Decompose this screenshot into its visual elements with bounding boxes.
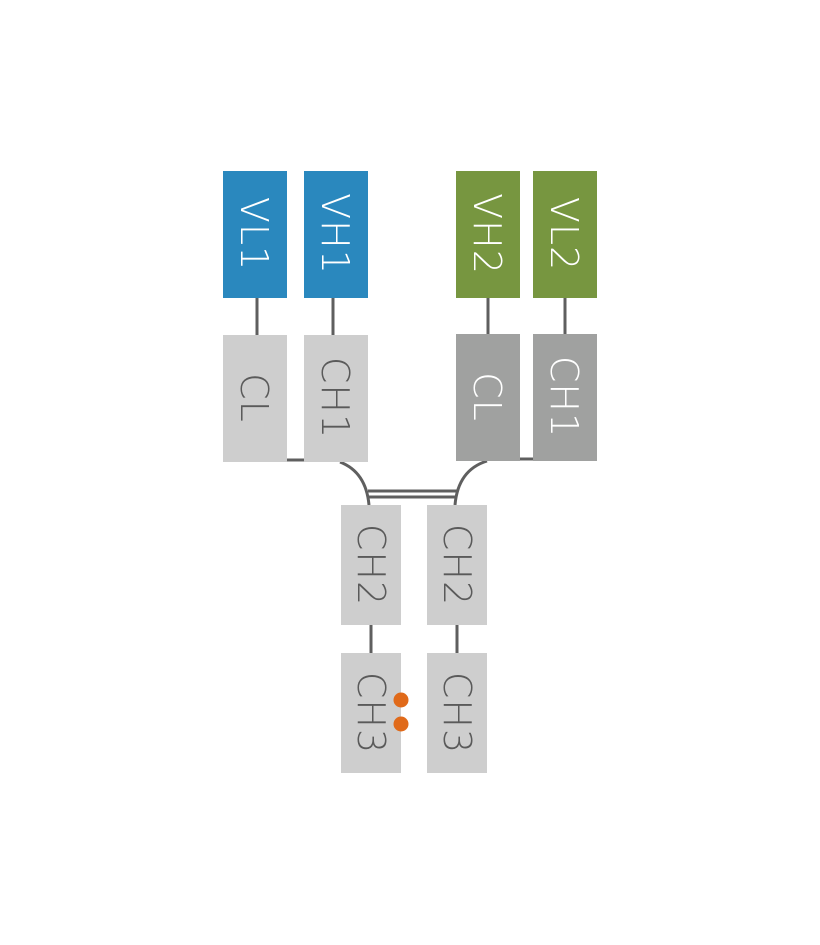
ch1-left-label: CH1 [313, 357, 357, 439]
domain-ch3-right: CH3 [427, 653, 487, 773]
domain-ch1-left: CH1 [304, 335, 368, 462]
ch3-right-label: CH3 [435, 672, 479, 754]
domain-vl1: VL1 [223, 171, 287, 298]
domain-vl2: VL2 [533, 171, 597, 298]
domain-ch2-left: CH2 [341, 505, 401, 625]
domain-cl-left: CL [223, 335, 287, 462]
vl2-label: VL2 [542, 197, 586, 271]
ch3-left-label: CH3 [349, 672, 393, 754]
domain-vh2: VH2 [456, 171, 520, 298]
right-hinge [453, 459, 488, 506]
cl-right-label: CL [465, 372, 509, 422]
domain-ch2-right: CH2 [427, 505, 487, 625]
domain-ch1-right: CH1 [533, 334, 597, 461]
vl1-label: VL1 [232, 197, 276, 271]
vh2-label: VH2 [465, 193, 509, 275]
ch2-right-label: CH2 [435, 524, 479, 606]
left-hinge [339, 460, 371, 506]
ch2-left-label: CH2 [349, 524, 393, 606]
connectors [255, 298, 567, 653]
knob-dot-icon [393, 692, 409, 708]
ch1-right-label: CH1 [542, 356, 586, 438]
vh1-label: VH1 [313, 193, 357, 275]
cl-left-label: CL [232, 373, 276, 423]
domain-cl-right: CL [456, 334, 520, 461]
domain-vh1: VH1 [304, 171, 368, 298]
hole-dot-icon [393, 716, 409, 732]
domain-ch3-left: CH3 [341, 653, 401, 773]
